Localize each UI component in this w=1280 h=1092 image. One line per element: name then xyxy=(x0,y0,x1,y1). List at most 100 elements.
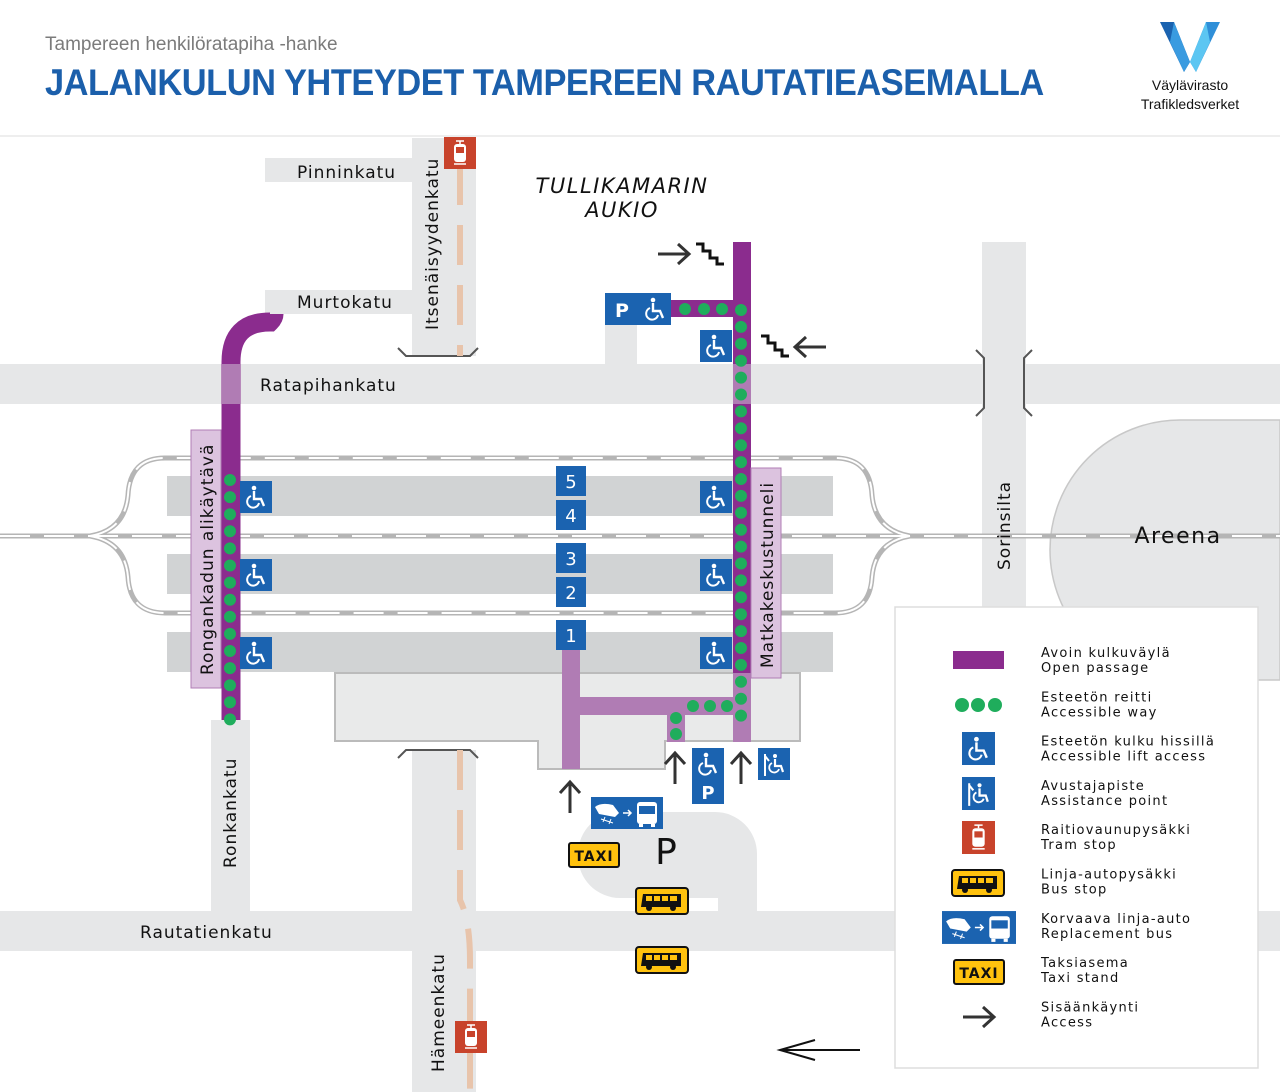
accessible-way-dot xyxy=(224,474,236,486)
legend-wheelchair-icon xyxy=(962,732,995,765)
passage-rongankatu[interactable] xyxy=(221,312,284,720)
tram-stop-icon[interactable] xyxy=(444,137,476,169)
legend-assistance-en: Assistance point xyxy=(1041,794,1168,809)
accessible-way-dot xyxy=(224,508,236,521)
accessible-way-dot xyxy=(704,700,716,712)
platform-number-5[interactable] xyxy=(556,466,586,496)
legend-assistance-icon xyxy=(962,777,995,810)
accessible-way-dot xyxy=(735,439,747,452)
legend-bus-icon xyxy=(951,869,1005,897)
legend-tram-icon xyxy=(962,821,995,854)
accessible-way-dot xyxy=(679,303,691,315)
accessible-way-dot xyxy=(224,679,236,692)
legend-open-passage-swatch xyxy=(953,651,1004,669)
entrance-arrow-icon xyxy=(729,751,753,786)
tram-stop-icon[interactable] xyxy=(455,1021,487,1053)
open-passages[interactable] xyxy=(221,242,751,769)
taxi-stand-icon[interactable] xyxy=(568,842,620,868)
legend-replacement-bus-fi: Korvaava linja-auto xyxy=(1041,912,1191,927)
wheelchair-icon[interactable] xyxy=(700,559,732,591)
parking-signs: P P P xyxy=(605,293,724,873)
wheelchair-icon[interactable] xyxy=(692,748,724,780)
entrance-arrow-icon xyxy=(656,242,691,266)
accessible-way-dot xyxy=(735,523,747,536)
page-title: JALANKULUN YHTEYDET TAMPEREEN RAUTATIEAS… xyxy=(45,62,1044,103)
platform-number-label: 5 xyxy=(565,472,576,493)
label-hameenkatu: Hämeenkatu xyxy=(429,953,449,1072)
accessible-way-dot xyxy=(224,610,236,623)
accessible-way-dot xyxy=(735,709,747,722)
accessible-way-dot xyxy=(735,658,747,671)
accessible-way-dot xyxy=(224,713,236,726)
parking-icon xyxy=(605,293,639,325)
wheelchair-icon[interactable] xyxy=(700,330,732,362)
wheelchair-icon[interactable] xyxy=(639,293,671,325)
accessible-way-dot xyxy=(735,642,747,654)
accessible-way-dot xyxy=(224,627,236,640)
legend-arrow-fi: Sisäänkäynti xyxy=(1041,1000,1139,1015)
accessible-way-dot xyxy=(224,576,236,589)
road-sorinsilta xyxy=(982,242,1026,612)
accessible-way-dot xyxy=(735,473,747,485)
legend-tram-en: Tram stop xyxy=(1040,838,1117,853)
bus-stop-icon[interactable] xyxy=(635,887,689,915)
label-areena: Areena xyxy=(1134,524,1221,549)
logo-text-sv: Trafikledsverket xyxy=(1140,96,1240,112)
entrance-arrow-icon xyxy=(793,335,828,359)
underpass-label-box xyxy=(190,429,222,689)
accessible-way-dot xyxy=(698,303,710,315)
accessible-way-dot xyxy=(735,692,747,705)
replacement-bus-icon[interactable] xyxy=(591,797,663,829)
label-murtokatu: Murtokatu xyxy=(297,293,393,313)
bridge-marks xyxy=(397,347,1033,759)
accessible-way-dot xyxy=(735,422,747,435)
tunnel-label: Matkakeskustunneli xyxy=(758,482,778,668)
label-ronkankatu: Ronkankatu xyxy=(221,758,241,868)
vaylavirasto-logo: Väylävirasto Trafikledsverket xyxy=(1120,22,1260,114)
wheelchair-icon[interactable] xyxy=(240,481,272,513)
street-labels: Pinninkatu Murtokatu Itsenäisyydenkatu R… xyxy=(140,158,1221,1072)
road-ratapihankatu xyxy=(0,364,1280,404)
wheelchair-icon[interactable] xyxy=(700,481,732,513)
accessible-way-dot xyxy=(735,625,747,638)
stairs-icon xyxy=(760,334,790,358)
streets xyxy=(0,138,1280,1092)
parking-icon xyxy=(692,780,724,804)
label-sorinsilta: Sorinsilta xyxy=(995,481,1015,570)
accessible-way-dot xyxy=(735,354,747,367)
label-ratapihankatu: Ratapihankatu xyxy=(260,376,397,396)
accessible-way-dot xyxy=(735,337,747,350)
road-ronkankatu xyxy=(211,720,250,912)
accessible-way-dot xyxy=(224,542,236,555)
legend-replacement-bus-icon xyxy=(942,911,1016,944)
accessible-way-dot xyxy=(224,662,236,675)
legend-bus-en: Bus stop xyxy=(1041,883,1108,898)
parking-area-label: P xyxy=(655,832,677,873)
wheelchair-icon[interactable] xyxy=(700,637,732,669)
bus-stop-icon[interactable] xyxy=(635,946,689,974)
platform-number-label: 1 xyxy=(565,626,576,647)
wheelchair-icon[interactable] xyxy=(240,637,272,669)
project-subtitle: Tampereen henkilöratapiha -hanke xyxy=(45,34,338,55)
underpass-label: Rongankadun alikäytävä xyxy=(198,444,218,675)
wheelchair-icon[interactable] xyxy=(240,559,272,591)
accessible-way-dot xyxy=(670,712,682,724)
platform-number-4[interactable] xyxy=(556,500,586,530)
parking-area xyxy=(578,812,757,911)
accessible-way-dots xyxy=(224,303,747,740)
accessible-way-dot xyxy=(735,506,747,519)
platform-number-3[interactable] xyxy=(556,543,586,573)
road-connector xyxy=(605,325,637,365)
assistance-point-icon[interactable] xyxy=(758,748,790,780)
platform-number-1[interactable] xyxy=(556,620,586,650)
legend-accessible-way-fi: Esteetön reitti xyxy=(1041,690,1152,705)
legend-wheelchair-fi: Esteetön kulku hissillä xyxy=(1041,735,1215,750)
svg-text:P: P xyxy=(701,783,714,804)
accessible-way-dot xyxy=(716,303,728,315)
platform-number-2[interactable] xyxy=(556,577,586,607)
accessible-way-dot xyxy=(735,456,747,469)
legend-taxi-fi: Taksiasema xyxy=(1040,956,1129,971)
legend-open-passage-fi: Avoin kulkuväylä xyxy=(1041,646,1171,661)
